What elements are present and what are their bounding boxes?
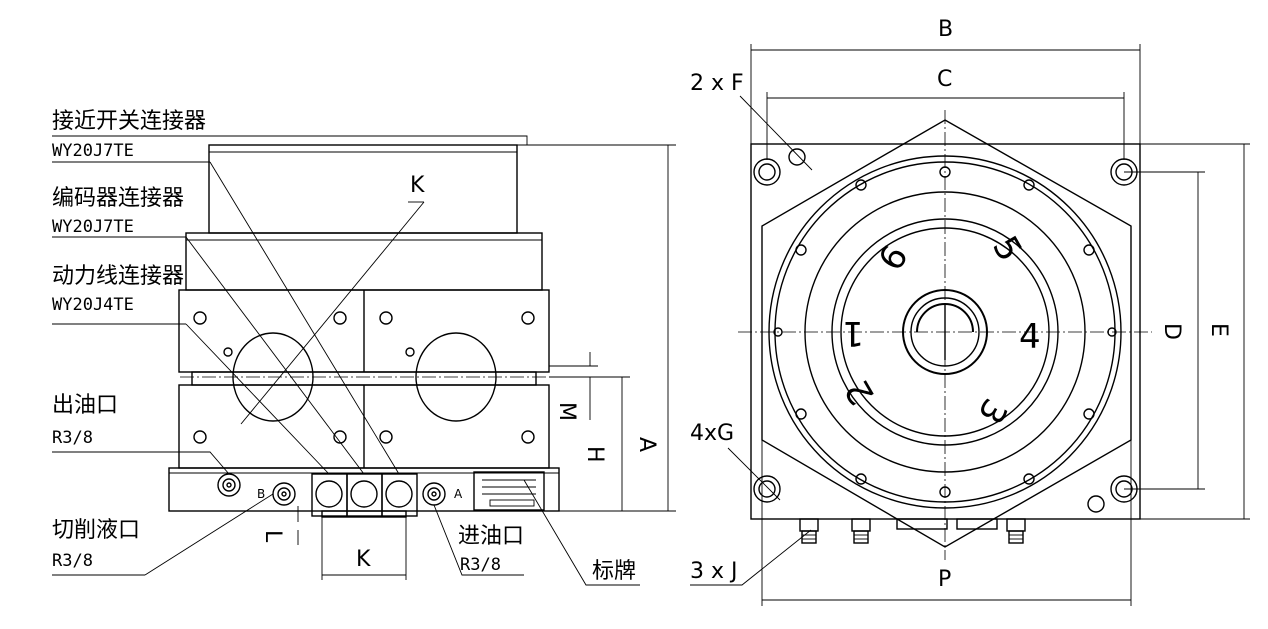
dim-p: P [938,567,951,592]
coolant-port-label: 切削液口 [52,518,140,543]
dim-e: E [1206,323,1231,337]
coolant-port-size: R3/8 [52,551,93,571]
dim-d: D [1159,323,1184,340]
proximity-connector-label: 接近开关连接器 [52,109,206,134]
nameplate-plate [473,471,545,511]
bolt-hole [521,311,535,325]
dim-b: B [938,17,953,42]
connector-row [311,473,418,518]
oil-outlet-label: 出油口 [52,393,118,418]
oil-inlet-size: R3/8 [460,555,501,575]
dim-m: M [554,402,579,421]
dim-l: L [260,530,285,543]
encoder-connector-code: WY20J7TE [52,217,134,237]
port-letter-b: B [257,487,265,501]
dim-a: A [634,437,659,452]
hexagon [761,119,1132,548]
bolt-hole [193,311,207,325]
bottom-fitting [1006,518,1026,544]
bolt-hole [193,430,207,444]
oil-outlet-size: R3/8 [52,428,93,448]
power-connector-code: WY20J4TE [52,295,134,315]
corner-hole [753,475,781,503]
top-view [690,44,1250,606]
bolt-hole [521,430,535,444]
dim-k-top: K [410,173,425,198]
port-fitting-b [272,482,296,506]
port-letter-a: A [454,487,463,501]
position-2: 2 [837,373,882,412]
top-cap [208,144,518,234]
power-connector-label: 动力线连接器 [52,264,184,289]
bottom-fitting [799,518,819,544]
dim-f: 2 x F [690,71,744,96]
dim-j: 3 x J [690,559,738,584]
clamp-gap [191,371,537,386]
port-fitting-a [422,482,446,506]
position-4: 4 [1019,317,1041,357]
encoder-connector-label: 编码器连接器 [52,186,184,211]
bolt-hole [333,311,347,325]
port-fitting-left [217,473,241,497]
corner-hole [753,158,781,186]
dim-h: H [582,446,607,463]
position-1: 1 [842,313,864,353]
dim-k-bottom: K [356,547,371,572]
oil-inlet-label: 进油口 [458,524,524,549]
pin-hole [405,347,415,357]
flange [185,232,543,291]
dim-g: 4xG [690,421,734,446]
bolt-hole [379,311,393,325]
dowel-hole [1087,495,1105,513]
bolt-hole [379,430,393,444]
dim-c: C [937,67,952,92]
nameplate-label: 标牌 [592,559,636,584]
bottom-fitting [851,518,871,544]
pin-hole [223,347,233,357]
front-view-labels: 接近开关连接器 WY20J7TE 编码器连接器 WY20J7TE 动力线连接器 … [52,109,659,584]
proximity-connector-code: WY20J7TE [52,141,134,161]
front-view: B A [52,135,676,586]
position-6: 6 [871,239,916,278]
dowel-hole [788,148,806,166]
bolt-hole [333,430,347,444]
